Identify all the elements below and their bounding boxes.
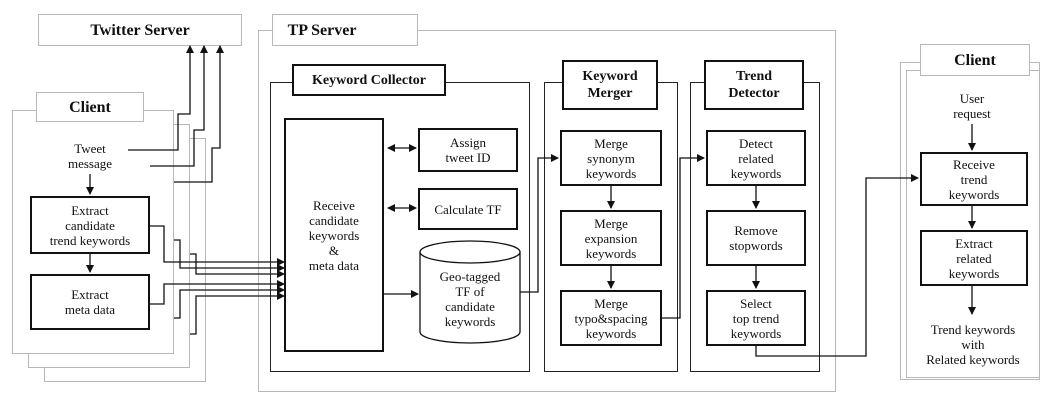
extract-meta-box bbox=[30, 274, 150, 330]
merge-typo-label: Merge typo&spacing keywords bbox=[574, 295, 648, 341]
calculate-tf-box bbox=[418, 188, 518, 230]
output-label: Trend keywords with Related keywords bbox=[926, 321, 1020, 367]
client-right-title: Client bbox=[954, 51, 996, 69]
database-cylinder-top bbox=[419, 240, 521, 264]
calculate-tf-label: Calculate TF bbox=[434, 201, 502, 217]
client-left-title: Client bbox=[69, 98, 111, 116]
receive-trend-label: Receive trend keywords bbox=[948, 156, 1000, 202]
keyword-merger-tab bbox=[562, 60, 658, 110]
receive-candidate-label: Receive candidate keywords & meta data bbox=[308, 197, 360, 273]
select-top-box bbox=[706, 290, 806, 346]
client-right-tab bbox=[920, 44, 1030, 76]
remove-stopwords-label: Remove stopwords bbox=[729, 223, 783, 253]
tp-server-tab bbox=[272, 14, 418, 46]
merge-typo-box bbox=[560, 290, 662, 346]
merge-expansion-box bbox=[560, 210, 662, 266]
remove-stopwords-box bbox=[706, 210, 806, 266]
twitter-server-title: Twitter Server bbox=[90, 21, 190, 39]
extract-candidate-label: Extract candidate trend keywords bbox=[49, 202, 131, 248]
detect-related-label: Detect related keywords bbox=[730, 135, 782, 181]
merge-expansion-label: Merge expansion keywords bbox=[584, 215, 638, 261]
extract-candidate-box bbox=[30, 196, 150, 254]
client-left-tab bbox=[36, 92, 144, 122]
merge-synonym-label: Merge synonym keywords bbox=[585, 135, 637, 181]
receive-candidate-box bbox=[284, 118, 384, 352]
assign-id-box bbox=[418, 128, 518, 172]
database-cylinder bbox=[419, 252, 521, 344]
keyword-merger-title: Keyword Merger bbox=[582, 69, 638, 101]
user-request-label: User request bbox=[953, 91, 991, 121]
trend-detector-tab bbox=[704, 60, 804, 110]
keyword-collector-tab bbox=[292, 64, 446, 96]
tweet-message-label: Tweet message bbox=[67, 141, 113, 171]
trend-detector-title: Trend Detector bbox=[728, 69, 780, 101]
database-label: Geo-tagged TF of candidate keywords bbox=[439, 269, 501, 329]
merge-synonym-box bbox=[560, 130, 662, 186]
twitter-server-box bbox=[38, 14, 242, 46]
extract-meta-label: Extract meta data bbox=[64, 287, 116, 317]
extract-related-label: Extract related keywords bbox=[948, 235, 1000, 281]
detect-related-box bbox=[706, 130, 806, 186]
select-top-label: Select top trend keywords bbox=[730, 295, 782, 341]
assign-id-label: Assign tweet ID bbox=[445, 135, 491, 165]
receive-trend-box bbox=[920, 152, 1028, 206]
tp-server-title: TP Server bbox=[287, 21, 357, 39]
keyword-collector-title: Keyword Collector bbox=[312, 72, 426, 88]
extract-related-box bbox=[920, 230, 1028, 286]
